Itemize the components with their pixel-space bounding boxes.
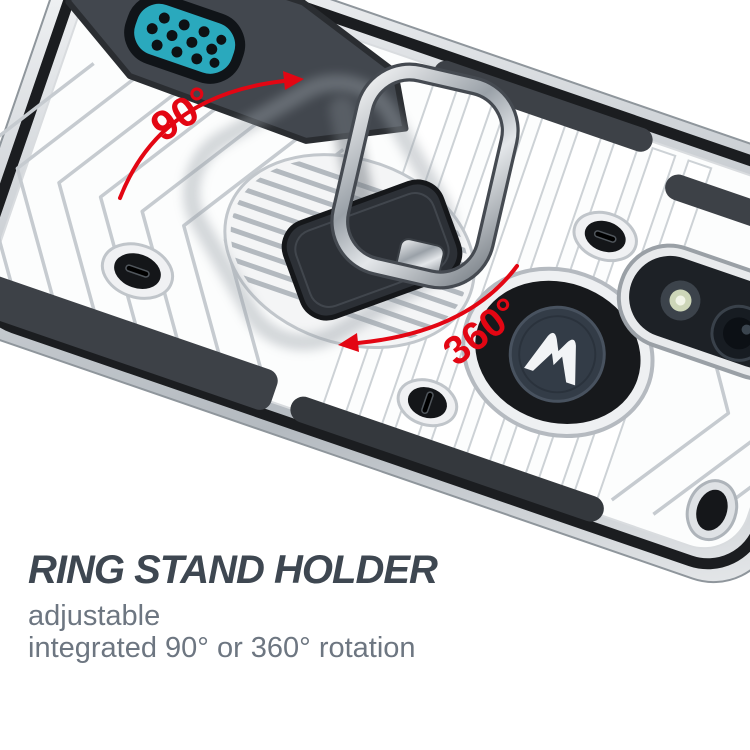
rotation-arc-360 <box>356 264 519 345</box>
rotation-arrow-360 <box>338 333 359 352</box>
accent-bar-top-right <box>665 174 750 264</box>
caption-block: RING STAND HOLDER adjustable integrated … <box>28 548 588 665</box>
caption-title: RING STAND HOLDER <box>28 548 438 592</box>
accent-bar-bottom <box>290 396 604 522</box>
case-tpu-liner <box>0 0 750 570</box>
ring-stand <box>182 62 520 351</box>
screw-1 <box>100 242 175 300</box>
motorola-logo-icon <box>524 332 576 386</box>
caption-line-2: integrated 90° or 360° rotation <box>28 632 416 665</box>
rotation-arc-90 <box>118 79 286 200</box>
flash-lens <box>660 280 701 321</box>
camera-lens <box>710 304 750 362</box>
caption-line-1: adjustable <box>28 600 161 632</box>
logo-dimple <box>461 266 655 438</box>
accent-bar-bottom-left <box>0 265 278 410</box>
camera-module <box>616 243 750 381</box>
screw-3 <box>572 210 638 263</box>
speaker-grille <box>124 0 246 84</box>
ghost-ring <box>182 74 458 351</box>
lanyard-hole <box>685 479 739 542</box>
ring-stand-ring <box>333 65 517 287</box>
screw-2 <box>396 378 459 428</box>
rotation-arrow-90 <box>283 71 304 90</box>
